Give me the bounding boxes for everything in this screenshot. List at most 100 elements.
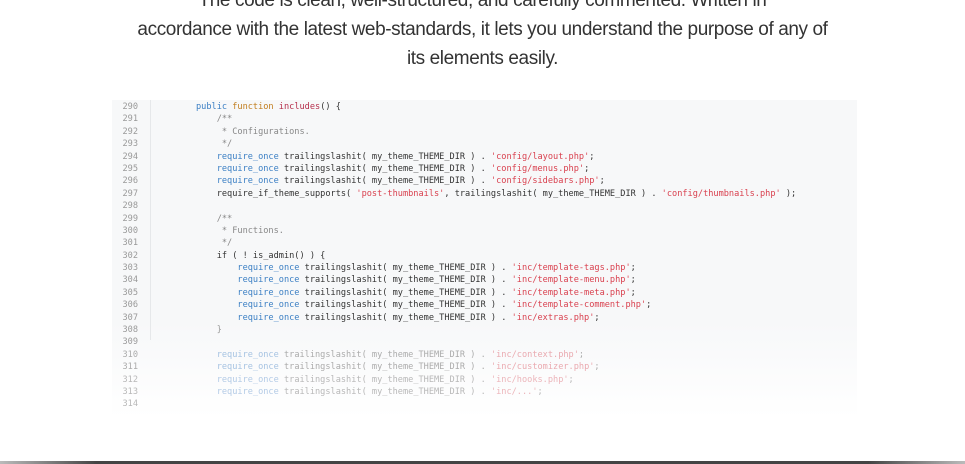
code-token: trailingslashit( my_theme_THEME_DIR ) . bbox=[283, 349, 491, 360]
intro-line-1: The code is clean, well-structured, and … bbox=[198, 0, 767, 11]
code-line: require_once trailingslashit( my_theme_T… bbox=[196, 349, 796, 361]
code-token: trailingslashit( my_theme_THEME_DIR ) . bbox=[283, 163, 491, 174]
code-token: require_once bbox=[196, 176, 284, 187]
code-token: 'inc/template-menu.php' bbox=[511, 275, 631, 286]
code-token: function bbox=[232, 102, 279, 112]
line-number: 290 bbox=[122, 102, 138, 112]
code-token: ; bbox=[630, 287, 636, 298]
line-number: 298 bbox=[122, 201, 138, 212]
code-token: 'inc/context.php' bbox=[490, 349, 579, 360]
section-bottom-border bbox=[0, 461, 965, 464]
code-token: ; bbox=[594, 312, 600, 323]
code-token: , trailingslashit( my_theme_THEME_DIR ) … bbox=[444, 188, 662, 199]
code-line: require_once trailingslashit( my_theme_T… bbox=[196, 361, 796, 373]
code-token: ; bbox=[646, 300, 652, 311]
code-token: trailingslashit( my_theme_THEME_DIR ) . bbox=[304, 275, 512, 286]
code-line: public function includes() { bbox=[196, 101, 796, 113]
line-number: 293 bbox=[122, 139, 138, 150]
intro-line-3: its elements easily. bbox=[406, 48, 559, 69]
code-token: ; bbox=[537, 386, 543, 397]
code-line: require_if_theme_supports( 'post-thumbna… bbox=[196, 188, 797, 200]
code-token: * Functions. bbox=[196, 225, 284, 236]
line-number: 295 bbox=[122, 163, 138, 174]
code-token: 'config/menus.php' bbox=[490, 163, 585, 174]
line-number: 305 bbox=[122, 287, 138, 298]
code-token: require_once bbox=[196, 263, 305, 274]
code-token: ; bbox=[599, 176, 605, 187]
code-token: trailingslashit( my_theme_THEME_DIR ) . bbox=[283, 374, 491, 385]
code-token: require_once bbox=[196, 300, 305, 311]
code-token: /** bbox=[196, 114, 233, 125]
code-line: require_once trailingslashit( my_theme_T… bbox=[196, 274, 796, 286]
code-token: ; bbox=[568, 374, 574, 385]
code-token: trailingslashit( my_theme_THEME_DIR ) . bbox=[304, 263, 512, 274]
code-token: */ bbox=[196, 139, 233, 150]
code-token: 'inc/extras.php' bbox=[511, 312, 595, 323]
code-token: require_once bbox=[196, 386, 284, 397]
code-token: 'inc/customizer.php' bbox=[490, 362, 595, 373]
code-token: if ( ! is_admin() ) { bbox=[196, 250, 326, 261]
code-token: 'config/thumbnails.php' bbox=[661, 188, 781, 199]
code-token: ; bbox=[630, 263, 636, 274]
line-number: 296 bbox=[122, 176, 138, 187]
code-token: ; bbox=[584, 163, 590, 174]
line-number: 303 bbox=[122, 263, 138, 274]
code-token: trailingslashit( my_theme_THEME_DIR ) . bbox=[304, 287, 512, 298]
code-line: require_once trailingslashit( my_theme_T… bbox=[196, 312, 796, 324]
code-line: } bbox=[196, 324, 796, 336]
line-number: 308 bbox=[122, 325, 138, 336]
code-token: require_once bbox=[196, 374, 284, 385]
code-token: 'config/sidebars.php' bbox=[490, 176, 600, 187]
code-line: require_once trailingslashit( my_theme_T… bbox=[196, 287, 796, 299]
code-token: } bbox=[196, 325, 222, 336]
line-number: 312 bbox=[122, 374, 138, 385]
line-number: 300 bbox=[122, 225, 138, 236]
code-token: trailingslashit( my_theme_THEME_DIR ) . bbox=[304, 300, 512, 311]
code-line: * Functions. bbox=[196, 225, 796, 237]
code-line: /** bbox=[196, 113, 796, 125]
code-token: require_once bbox=[196, 287, 305, 298]
code-token: 'inc/...' bbox=[490, 386, 538, 397]
code-token: require_once bbox=[196, 349, 284, 360]
line-number: 292 bbox=[122, 126, 138, 137]
gutter-divider bbox=[150, 100, 151, 340]
code-line: require_once trailingslashit( my_theme_T… bbox=[196, 151, 796, 163]
code-token: trailingslashit( my_theme_THEME_DIR ) . bbox=[304, 312, 512, 323]
code-token: require_once bbox=[196, 275, 305, 286]
code-line: */ bbox=[196, 138, 796, 150]
code-token: ); bbox=[780, 188, 797, 199]
code-line: require_once trailingslashit( my_theme_T… bbox=[196, 163, 796, 175]
code-line: if ( ! is_admin() ) { bbox=[196, 250, 796, 262]
code-token: ; bbox=[594, 362, 600, 373]
line-number: 313 bbox=[122, 386, 138, 397]
code-line: /** bbox=[196, 213, 796, 225]
code-line: require_once trailingslashit( my_theme_T… bbox=[196, 262, 796, 274]
line-number: 301 bbox=[122, 238, 138, 249]
code-token: trailingslashit( my_theme_THEME_DIR ) . bbox=[283, 362, 491, 373]
code-token: * Configurations. bbox=[196, 126, 310, 137]
code-token: 'inc/hooks.php' bbox=[490, 374, 569, 385]
line-number: 291 bbox=[122, 114, 138, 125]
line-number: 299 bbox=[122, 213, 138, 224]
code-token: 'inc/template-comment.php' bbox=[511, 300, 647, 311]
code-token: 'post-thumbnails' bbox=[356, 188, 445, 199]
code-line bbox=[196, 336, 796, 348]
code-token: 'config/layout.php' bbox=[490, 151, 590, 162]
code-token: trailingslashit( my_theme_THEME_DIR ) . bbox=[283, 176, 491, 187]
intro-text: The code is clean, well-structured, and … bbox=[0, 0, 965, 73]
code-token: () { bbox=[320, 102, 341, 112]
code-token: */ bbox=[196, 238, 233, 249]
code-token: trailingslashit( my_theme_THEME_DIR ) . bbox=[283, 386, 491, 397]
code-line: require_once trailingslashit( my_theme_T… bbox=[196, 299, 796, 311]
line-number: 306 bbox=[122, 300, 138, 311]
code-line: */ bbox=[196, 237, 796, 249]
intro-line-2: accordance with the latest web-standards… bbox=[137, 19, 828, 40]
code-line: require_once trailingslashit( my_theme_T… bbox=[196, 374, 796, 386]
code-line: * Configurations. bbox=[196, 126, 796, 138]
line-number: 297 bbox=[122, 188, 138, 199]
code-token: require_once bbox=[196, 163, 284, 174]
code-token: ; bbox=[578, 349, 585, 360]
code-token: require_if_theme_supports( bbox=[196, 188, 357, 199]
